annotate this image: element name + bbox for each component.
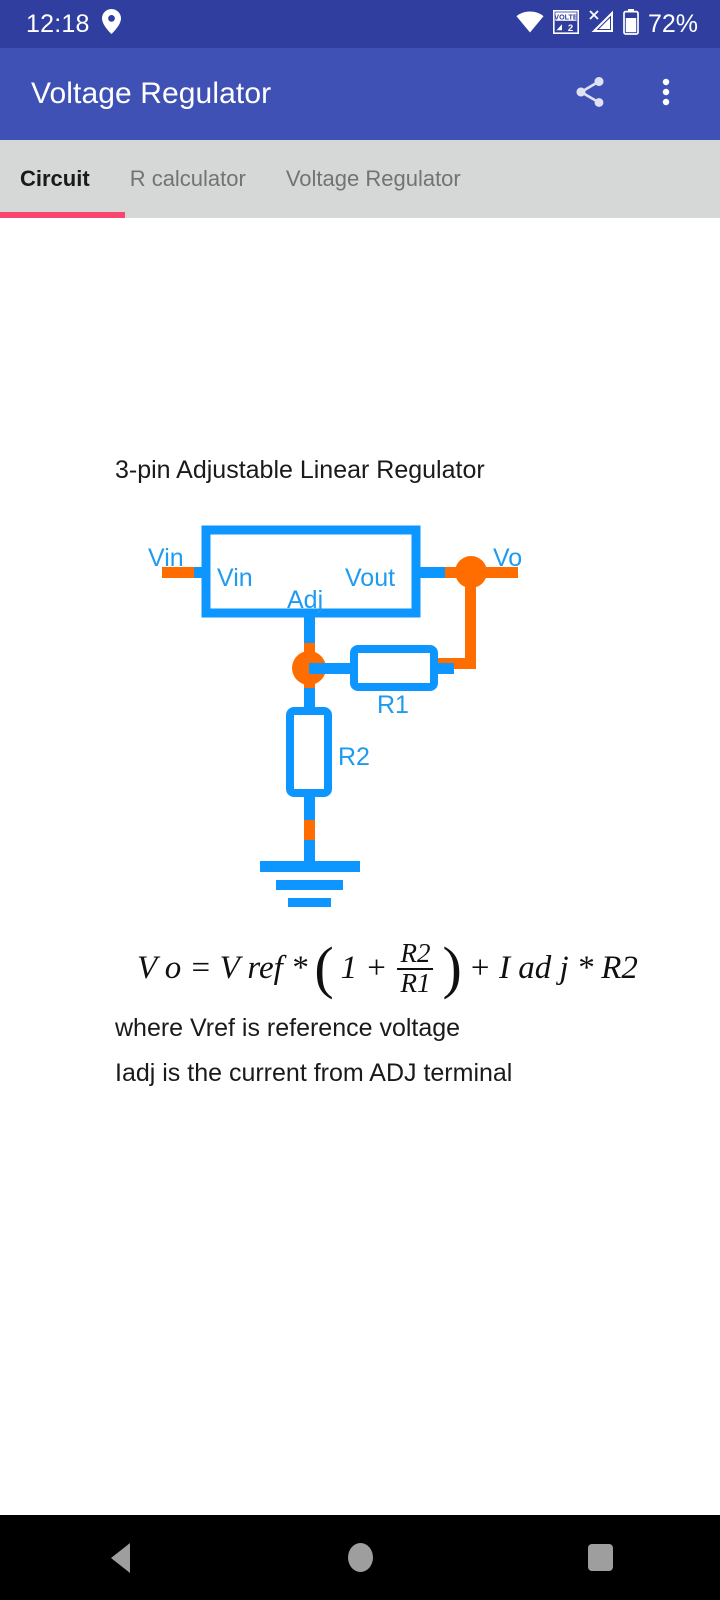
nav-home-button[interactable] [240,1515,480,1600]
label-vin-terminal: Vin [148,544,184,572]
back-triangle-icon [110,1542,130,1573]
tab-bar: Circuit R calculator Voltage Regulator [0,140,720,218]
tab-voltage-regulator[interactable]: Voltage Regulator [285,166,461,191]
overflow-menu-button[interactable] [638,66,694,122]
vout-lead-blue [416,567,450,578]
formula-vref: V ref [219,950,283,987]
app-bar: Voltage Regulator [0,48,720,140]
formula-fraction: R2 R1 [397,938,434,998]
node-to-r2-orange-segment [304,676,315,688]
r1-right-lead [432,663,454,674]
system-navigation-bar [0,1515,720,1600]
tab-active-indicator [0,212,125,218]
share-button[interactable] [562,66,618,122]
nav-back-button[interactable] [0,1515,240,1600]
battery-percent-label: 72% [647,9,698,38]
label-resistor-r1: R1 [377,691,409,719]
tab-circuit[interactable]: Circuit [20,166,90,191]
volte-icon: VOLTE 2 [552,9,579,39]
home-circle-icon [347,1543,373,1572]
r2-ground-orange-segment [304,820,315,840]
label-vo-terminal: Vo [493,544,522,572]
formula-multiply-1: * [290,950,308,987]
adj-pin-wire [304,609,315,659]
svg-text:VOLTE: VOLTE [554,12,578,21]
formula-fraction-numerator: R2 [400,938,431,968]
formula-plus-1: + [365,950,388,987]
resistor-r1-body [350,645,438,691]
no-signal-icon [588,9,614,39]
vo-output-lead [471,567,518,578]
formula-iadj: I ad j [499,950,569,987]
label-vin-pin: Vin [217,564,253,592]
note-vref: where Vref is reference voltage [115,1014,461,1042]
note-iadj: Iadj is the current from ADJ terminal [115,1059,513,1087]
circuit-diagram: Vin Vin Vout Adj Vo R1 R2 [148,525,522,907]
main-content: 3-pin Adjustable Linear Regulator [0,218,720,1515]
resistor-r2-body [286,707,332,797]
wifi-icon [516,11,544,38]
nav-recents-button[interactable] [480,1515,720,1600]
formula-one: 1 [340,950,358,987]
tab-r-calculator[interactable]: R calculator [129,166,246,191]
status-bar-clock: 12:18 [26,9,90,38]
formula-r2: R2 [601,950,638,987]
recents-square-icon [587,1544,613,1571]
diagram-title: 3-pin Adjustable Linear Regulator [115,456,485,484]
ground-bar-2 [276,880,343,890]
node-to-r2-wire [304,676,315,713]
formula-vo: V o [137,950,182,987]
battery-icon [623,8,639,40]
vo-to-r1-vertical-wire [465,572,476,669]
ground-bar-1 [260,861,360,872]
formula-multiply-2: * [576,950,594,987]
status-bar: 12:18 VOLTE 2 [0,0,720,48]
page-title: Voltage Regulator [31,77,272,110]
overflow-menu-icon [652,77,680,112]
svg-text:2: 2 [568,22,573,33]
formula-plus-2: + [468,950,492,987]
label-resistor-r2: R2 [338,743,370,771]
node-to-r1-wire [309,663,357,674]
status-bar-right: VOLTE 2 72% [516,8,698,40]
formula-expression: V o = V ref * ( 1 + R2 R1 ) + I ad j * R… [137,934,638,1000]
ground-bar-3 [288,898,331,907]
location-pin-icon [101,9,121,39]
formula-fraction-denominator: R1 [397,967,434,998]
share-icon [572,74,608,115]
label-adj-pin: Adj [287,586,323,614]
formula-equals: = [189,950,212,987]
vin-lead-orange [162,567,196,578]
label-vout-pin: Vout [345,564,395,592]
status-bar-left: 12:18 [26,9,121,39]
